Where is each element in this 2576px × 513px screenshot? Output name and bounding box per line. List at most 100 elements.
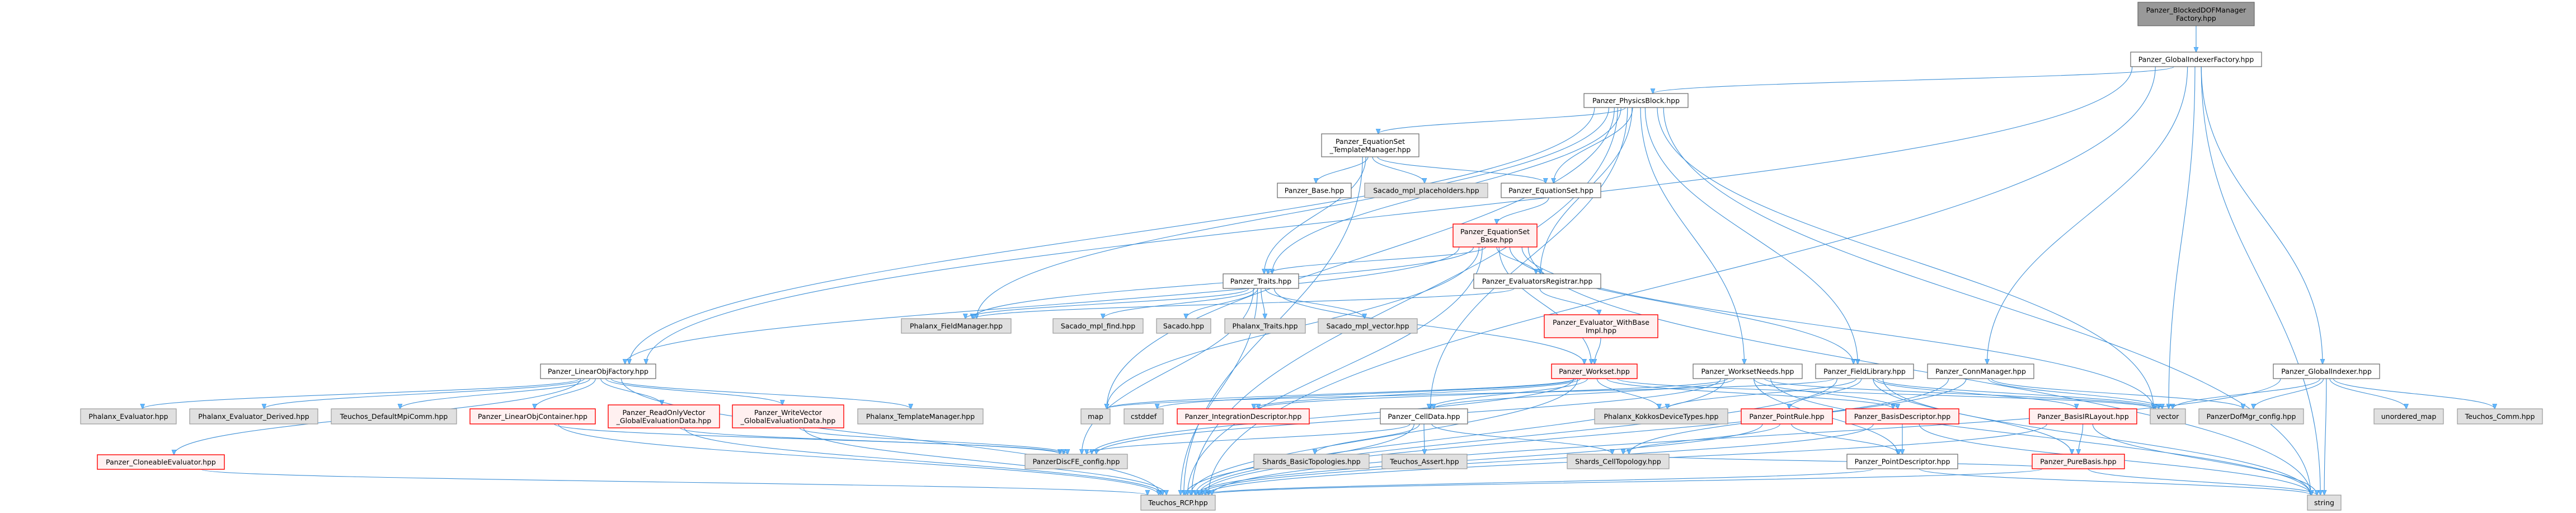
file-node-celltopo: Shards_CellTopology.hpp: [1567, 454, 1670, 469]
node-label: Panzer_Base.hpp: [1285, 186, 1344, 195]
file-node-phxtmpl: Phalanx_TemplateManager.hpp: [857, 408, 984, 425]
file-node-fieldlib[interactable]: Panzer_FieldLibrary.hpp: [1815, 363, 1914, 379]
node-box: [1380, 408, 1468, 425]
file-node-traits[interactable]: Panzer_Traits.hpp: [1223, 273, 1299, 289]
edge-linobjcont-to-discfe: [554, 423, 1060, 454]
edge-pointrule-to-rcp: [1196, 423, 1763, 495]
edge-eqsetbase-to-linfactory: [625, 246, 1460, 364]
file-node-evalreg[interactable]: Panzer_EvaluatorsRegistrar.hpp: [1473, 273, 1601, 289]
node-label: Panzer_IntegrationDescriptor.hpp: [1185, 412, 1302, 421]
edge-globalidx-to-dofmgr: [2254, 378, 2324, 409]
edge-fieldlib-to-string: [1882, 378, 2311, 495]
node-box: [1321, 133, 1419, 157]
file-node-fieldmgr: Phalanx_FieldManager.hpp: [901, 318, 1012, 334]
node-box: [1741, 408, 1833, 425]
file-node-gif[interactable]: Panzer_GlobalIndexerFactory.hpp: [2130, 52, 2262, 67]
node-label: Shards_CellTopology.hpp: [1575, 458, 1661, 466]
node-label: Phalanx_TemplateManager.hpp: [866, 412, 975, 421]
file-node-celldata[interactable]: Panzer_CellData.hpp: [1380, 408, 1468, 425]
file-node-globalidx[interactable]: Panzer_GlobalIndexer.hpp: [2273, 363, 2380, 379]
file-node-dofmgr: PanzerDofMgr_config.hpp: [2198, 408, 2304, 425]
edge-traits-to-phxtraits: [1261, 288, 1265, 319]
edge-physics-to-fieldlib: [1644, 107, 1858, 364]
file-node-pointrule[interactable]: Panzer_PointRule.hpp: [1741, 408, 1833, 425]
node-box: [1551, 363, 1638, 379]
edge-linfactory-to-phxeval: [143, 378, 580, 409]
node-box: [331, 408, 457, 425]
file-node-readonly[interactable]: Panzer_ReadOnlyVector_GlobalEvaluationDa…: [608, 404, 720, 428]
node-box: [1024, 454, 1128, 469]
file-node-pointdesc[interactable]: Panzer_PointDescriptor.hpp: [1846, 454, 1958, 469]
file-node-connmgr[interactable]: Panzer_ConnManager.hpp: [1927, 363, 2034, 379]
file-node-basisir[interactable]: Panzer_BasisIRLayout.hpp: [2029, 408, 2137, 425]
file-node-cloneable[interactable]: Panzer_CloneableEvaluator.hpp: [97, 454, 225, 470]
file-node-phxtraits: Phalanx_Traits.hpp: [1224, 318, 1306, 334]
node-box: [1927, 363, 2034, 379]
node-label: Panzer_CloneableEvaluator.hpp: [106, 458, 216, 467]
node-label: Phalanx_KokkosDeviceTypes.hpp: [1604, 412, 1719, 421]
node-box: [2130, 52, 2262, 67]
edge-traits-to-mplfind: [1103, 288, 1255, 319]
node-box: [2307, 495, 2342, 511]
edge-physics-to-map: [1107, 107, 1615, 409]
file-node-base[interactable]: Panzer_Base.hpp: [1277, 183, 1352, 198]
edge-traits-to-sacado: [1186, 288, 1258, 319]
file-node-workset[interactable]: Panzer_Workset.hpp: [1551, 363, 1638, 379]
edge-readonly-to-discfe: [680, 427, 1064, 454]
node-label: Panzer_PointRule.hpp: [1749, 412, 1824, 421]
edge-physics-to-string: [1663, 107, 2311, 495]
edge-gif-to-linfactory: [646, 66, 2133, 364]
node-label: PanzerDofMgr_config.hpp: [2207, 412, 2296, 421]
node-label: Panzer_WriteVector: [754, 408, 822, 417]
file-node-discfe: PanzerDiscFE_config.hpp: [1024, 454, 1128, 469]
node-label: Panzer_EquationSet: [1460, 227, 1530, 236]
file-node-intdesc[interactable]: Panzer_IntegrationDescriptor.hpp: [1177, 408, 1310, 425]
node-label: Panzer_BasisIRLayout.hpp: [2037, 412, 2129, 421]
node-label: Panzer_PointDescriptor.hpp: [1855, 458, 1950, 466]
node-label: Sacado_mpl_vector.hpp: [1326, 322, 1409, 330]
file-node-wsneeds[interactable]: Panzer_WorksetNeeds.hpp: [1693, 363, 1803, 379]
file-node-eqsetbase[interactable]: Panzer_EquationSet_Base.hpp: [1452, 223, 1538, 248]
edge-workset-to-kokkos: [1596, 378, 1659, 409]
node-label: Teuchos_RCP.hpp: [1148, 498, 1208, 507]
edge-traits-to-workset: [1273, 288, 1584, 364]
file-node-purebasis[interactable]: Panzer_PureBasis.hpp: [2032, 454, 2125, 469]
file-node-linfactory[interactable]: Panzer_LinearObjFactory.hpp: [540, 363, 656, 379]
edge-eqsetbase-to-evalreg: [1496, 246, 1536, 274]
edge-evalreg-to-fieldmgr: [974, 288, 1515, 319]
edge-eqsetbase-to-workset: [1498, 246, 1591, 364]
node-label: _GlobalEvaluationData.hpp: [740, 416, 836, 425]
node-label: Panzer_GlobalIndexer.hpp: [2281, 367, 2372, 376]
file-node-string: string: [2307, 495, 2342, 511]
node-label: cstddef: [1131, 412, 1157, 421]
node-box: [857, 408, 984, 425]
node-label: Panzer_EquationSet: [1336, 137, 1405, 146]
edge-tmplmgr-to-traits: [1264, 156, 1366, 274]
edge-basisir-to-string: [2092, 423, 2317, 495]
edge-traits-to-discfe: [1082, 288, 1254, 454]
file-node-basisdesc[interactable]: Panzer_BasisDescriptor.hpp: [1845, 408, 1959, 425]
edge-physics-to-fieldmgr: [976, 107, 1609, 319]
edge-gif-to-globalidx: [2201, 66, 2323, 364]
node-label: Phalanx_Evaluator.hpp: [88, 412, 168, 421]
file-node-physics[interactable]: Panzer_PhysicsBlock.hpp: [1583, 93, 1689, 108]
file-node-basictopo: Shards_BasicTopologies.hpp: [1253, 454, 1370, 469]
node-box: [1381, 454, 1468, 469]
file-node-eqset[interactable]: Panzer_EquationSet.hpp: [1501, 183, 1601, 198]
edge-writevec-to-rcp: [803, 427, 1166, 495]
file-node-linobjcont[interactable]: Panzer_LinearObjContainer.hpp: [469, 408, 596, 425]
node-label: Shards_BasicTopologies.hpp: [1262, 458, 1361, 466]
node-label: Panzer_GlobalIndexerFactory.hpp: [2138, 55, 2254, 64]
file-node-tmplmgr[interactable]: Panzer_EquationSet_TemplateManager.hpp: [1321, 133, 1419, 157]
node-box: [1594, 408, 1728, 425]
node-label: Teuchos_Assert.hpp: [1389, 458, 1459, 466]
node-box: [1318, 318, 1418, 334]
edge-pointdesc-to-rcp: [1200, 468, 1874, 495]
node-box: [1052, 318, 1144, 334]
edge-gif-to-physics: [1653, 66, 2174, 94]
node-box: [608, 404, 720, 428]
node-box: [1080, 408, 1111, 425]
file-node-writevec[interactable]: Panzer_WriteVector_GlobalEvaluationData.…: [732, 404, 844, 428]
